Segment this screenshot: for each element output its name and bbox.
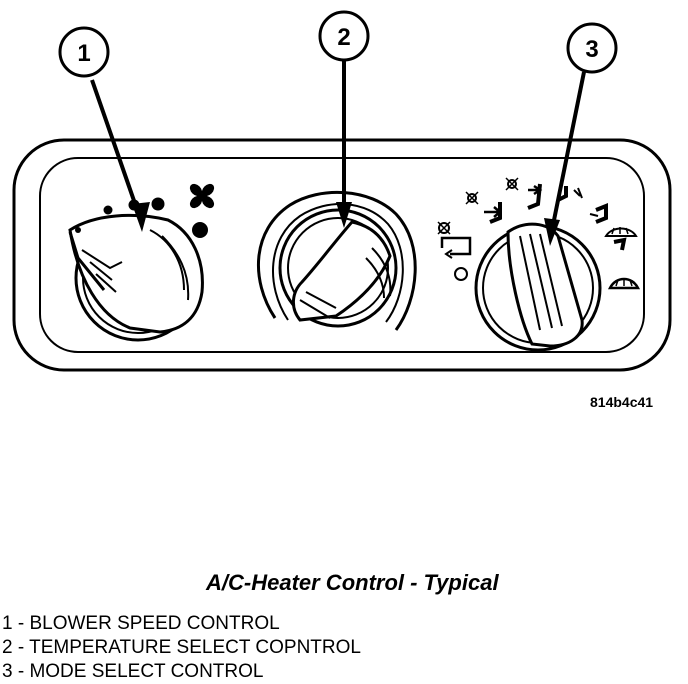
callout-1-arrow: [90, 79, 150, 232]
windshield-defrost-icon: [607, 277, 641, 290]
callout-2-arrow: [336, 60, 352, 228]
ac-heater-control-diagram: 1 2 3: [12, 10, 672, 372]
figure-caption: A/C-Heater Control - Typical: [206, 570, 499, 595]
callout-2-label: 2: [337, 24, 350, 51]
floor-defrost-icon: [589, 203, 608, 224]
legend-item-1: 1 - BLOWER SPEED CONTROL: [2, 613, 280, 634]
legend-item-3: 3 - MODE SELECT CONTROL: [2, 661, 264, 682]
callout-1-label: 1: [77, 40, 90, 67]
blower-speed-marks: [75, 197, 208, 238]
defrost-icon: [604, 227, 638, 251]
callout-2: 2: [318, 10, 370, 62]
callout-1: 1: [58, 26, 110, 78]
floor-icon: [557, 186, 583, 202]
callout-3: 3: [566, 22, 618, 74]
speed-dot-4: [151, 197, 165, 211]
recirculation-indicator-light: [454, 267, 468, 281]
speed-dot-5: [192, 222, 208, 238]
legend-item-2: 2 - TEMPERATURE SELECT COPNTROL: [2, 637, 361, 658]
speed-dot-2: [103, 205, 113, 215]
panel-vent-icon: [465, 191, 502, 224]
callout-3-arrow: [544, 71, 586, 246]
bi-level-icon: [505, 177, 543, 210]
figure-id: 814b4c41: [590, 394, 654, 410]
legend: 1 - BLOWER SPEED CONTROL 2 - TEMPERATURE…: [2, 612, 361, 684]
recirculation-icon: [437, 221, 472, 259]
speed-dot-1: [75, 227, 81, 233]
mode-select-knob[interactable]: [474, 222, 602, 352]
fan-icon: [189, 183, 215, 209]
blower-speed-knob[interactable]: [68, 213, 204, 342]
callout-3-label: 3: [585, 36, 598, 63]
